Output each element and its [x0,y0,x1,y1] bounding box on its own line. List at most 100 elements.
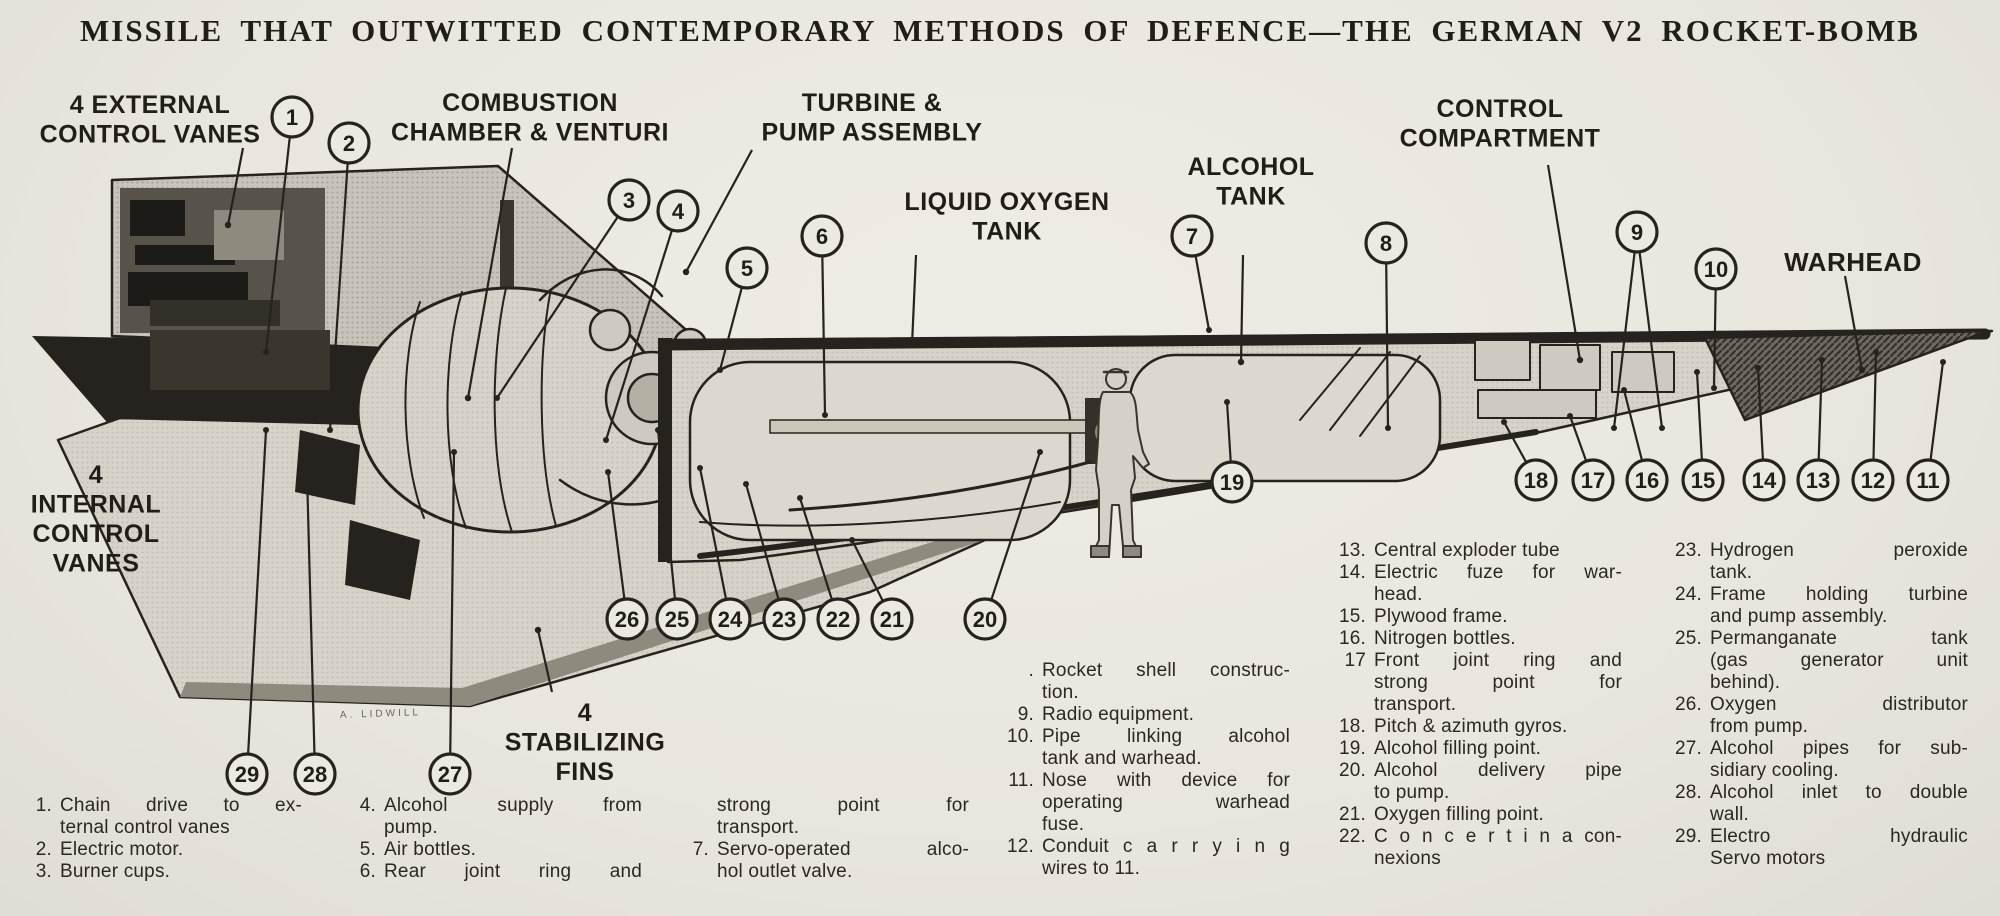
label-turbine-pump: TURBINE &PUMP ASSEMBLY [762,89,983,147]
legend-item-line: and pump assembly. [1710,606,1888,627]
legend-item-text: Radio equipment. [1042,704,1290,726]
legend-item-line: Hydrogen peroxide [1710,540,1968,561]
legend-item-line: transport. [717,817,800,838]
legend-item-line: Alcohol filling point. [1374,738,1542,759]
legend-item-number: 27. [1674,738,1702,759]
leader-line-2 [328,142,351,431]
legend-item-line: Servo-operated alco- [717,839,969,860]
label-liquid-oxygen-tank-leader [910,254,918,346]
legend-item-line: (gas generator unit [1710,650,1968,671]
callout-number-16: 16 [1635,468,1659,493]
label-liquid-oxygen-tank-line-2: TANK [972,218,1042,246]
callout-circle-23 [762,597,806,641]
bottom-pipes [699,501,1061,527]
callout-number-3: 3 [623,188,635,213]
legend-item-text: Alcohol filling point. [1374,738,1622,760]
legend-item-16: 16.Nitrogen bottles. [1328,628,1622,650]
leader-line-24 [698,467,732,620]
label-warhead: WARHEAD [1784,247,1922,277]
label-stabilizing-fins-leader [536,629,554,693]
legend-item-number: 23. [1674,540,1702,561]
tail-machinery [120,188,514,450]
page-title: MISSILE THAT OUTWITTED CONTEMPORARY METH… [80,13,1920,48]
leader-dot-4 [603,437,609,443]
legend-item-number: 6. [359,861,376,882]
callout-circle-7 [1170,214,1214,258]
label-turbine-pump-leader-dot [682,268,690,276]
legend-item-22: 22.C o n c e r t i n a con-nexions [1328,826,1622,870]
callout-number-9: 9 [1631,220,1643,245]
label-combustion-chamber-line-1: COMBUSTION [442,89,618,117]
callout-number-27: 27 [438,762,462,787]
callout-number-7: 7 [1186,224,1198,249]
label-combustion-chamber-line-2: CHAMBER & VENTURI [391,119,669,147]
callout-number-11: 11 [1916,468,1939,493]
legend-item-number: 28. [1674,782,1702,803]
legend-item-line: hol outlet valve. [717,861,853,882]
legend-item-number: 13. [1338,540,1366,561]
legend-item-line: Electric fuze for war- [1374,562,1622,583]
label-combustion-chamber-leader [466,147,514,399]
legend-item-line: Permanganate tank [1710,628,1968,649]
callout-number-20: 20 [973,607,997,632]
legend-item-line: Pitch & azimuth gyros. [1374,716,1568,737]
callout-16: 16 [1625,458,1669,502]
label-stabilizing-fins-leader-dot [534,626,542,634]
legend-item-line: Electric motor. [60,839,184,860]
callout-circle-16 [1625,458,1669,502]
callout-24: 24 [708,597,752,641]
callout-circle-11 [1906,458,1950,502]
callout-number-21: 21 [880,607,904,632]
callout-number-10: 10 [1704,257,1728,282]
leader-dot-24 [697,465,703,471]
legend-item-line: Nose with device for [1042,770,1290,791]
callout-circle-3 [607,178,651,222]
callout-number-6: 6 [816,224,828,249]
leader-dot-6 [822,412,828,418]
legend-item-line: wires to 11. [1042,858,1141,879]
legend-item-5: 5.Air bottles. [352,839,642,861]
callout-number-15: 15 [1691,468,1715,493]
leader-line-26 [606,471,629,620]
legend-item-number: 12. [1006,836,1034,857]
callout-number-13: 13 [1806,468,1830,493]
callout-number-25: 25 [665,607,689,632]
legend-item-line: head. [1374,584,1423,605]
legend-item-line: tank. [1710,562,1753,583]
legend-item-number: 21. [1338,804,1366,825]
leader-dot-15 [1694,369,1700,375]
legend-item-line: to pump. [1374,782,1450,803]
leader-dot-9 [1611,425,1617,431]
legend-item-line: Servo motors [1710,848,1826,869]
callout-number-23: 23 [772,607,796,632]
legend-item-text: Chain drive to ex-ternal control vanes [60,795,302,839]
internal-vanes [295,430,420,600]
leader-line-28 [304,435,317,775]
callout-number-28: 28 [303,762,327,787]
label-liquid-oxygen-tank-line-1: LIQUID OXYGEN [904,188,1109,216]
legend-item-number: 25. [1674,628,1702,649]
callout-3: 3 [607,178,651,222]
legend-item-text: Oxygen filling point. [1374,804,1622,826]
callout-21: 21 [870,597,914,641]
label-alcohol-tank-line-1: ALCOHOL [1187,153,1314,181]
callout-19: 19 [1210,460,1254,504]
legend-item-line: Radio equipment. [1042,704,1195,725]
rocket-artwork [32,164,1994,708]
leader-line-9-1 [1612,231,1639,429]
callout-circle-27 [428,752,472,796]
legend-item-13: 13.Central exploder tube [1328,540,1622,562]
